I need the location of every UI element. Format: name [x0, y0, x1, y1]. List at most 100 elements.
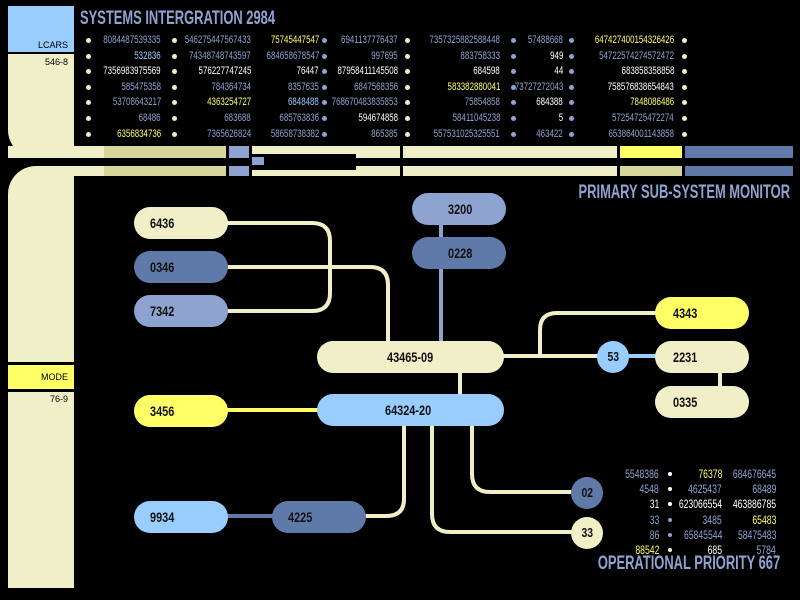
data-bullet-icon	[405, 131, 410, 137]
top-bar-cream-3	[403, 146, 617, 158]
data-value: 557531025325551	[433, 127, 500, 140]
mid-bar-slate	[229, 166, 249, 176]
data-bullet-icon	[405, 84, 410, 90]
operational-title: OPERATIONAL PRIORITY 667	[597, 553, 780, 574]
data-value: 546275447567433	[184, 34, 251, 46]
data-bullet-icon	[405, 69, 410, 75]
operational-value: 31	[649, 497, 659, 512]
data-value: 865385	[371, 127, 398, 140]
data-value: 594674858	[358, 112, 398, 124]
top-bar-slate	[229, 146, 249, 158]
data-value: 7365626824	[206, 127, 251, 140]
data-value: 653864001143858	[608, 127, 674, 140]
node-9934[interactable]: 9934	[134, 501, 228, 533]
node-3200[interactable]: 3200	[412, 193, 506, 225]
data-value: 57254725472274	[612, 112, 674, 124]
node-4343[interactable]: 4343	[655, 297, 749, 329]
data-value: 44	[554, 65, 563, 78]
data-bullet-icon	[172, 69, 177, 75]
mid-bar-cream-1	[104, 166, 226, 176]
data-bullet-icon	[682, 53, 687, 59]
data-value: 57488668	[527, 34, 563, 46]
mid-bar-cream-2b	[252, 170, 356, 176]
data-value: 585475358	[121, 80, 161, 93]
lower-sidebar-frame	[8, 392, 74, 588]
data-value: 883758333	[460, 49, 500, 62]
data-bullet-icon	[322, 69, 327, 75]
data-value: 647427400154326426	[594, 34, 674, 46]
data-value: 684388	[536, 96, 563, 109]
data-bullet-icon	[569, 84, 574, 90]
data-bullet-icon	[86, 84, 91, 90]
data-value: 68486	[138, 112, 161, 124]
data-value: 7357325882588448	[429, 34, 500, 46]
bottom-elbow-bar	[40, 166, 104, 176]
lcars-button[interactable]: LCARS	[8, 6, 74, 52]
operational-value: 58475483	[737, 527, 776, 542]
node-0228[interactable]: 0228	[412, 237, 506, 269]
data-value: 58658738382	[270, 127, 319, 140]
node-2231[interactable]: 2231	[655, 341, 749, 373]
page-title: SYSTEMS INTERGRATION 2984	[80, 8, 276, 29]
data-bullet-icon	[511, 116, 516, 121]
data-value: 73727272043	[514, 80, 563, 93]
data-bullet-icon	[322, 100, 327, 106]
data-bullet-icon	[172, 100, 177, 106]
operational-bullet-icon	[668, 532, 672, 537]
operational-value: 5548386	[625, 467, 659, 481]
data-value: 6848488	[288, 96, 319, 109]
data-bullet-icon	[172, 84, 177, 90]
node-53[interactable]: 53	[597, 341, 629, 373]
data-value: 576227747245	[198, 65, 251, 78]
node-33[interactable]: 33	[571, 517, 603, 549]
data-bullet-icon	[172, 38, 177, 43]
top-bar-cream-1	[104, 146, 226, 158]
data-value: 7356983975569	[103, 65, 161, 78]
node-7342[interactable]: 7342	[134, 295, 228, 327]
data-bullet-icon	[86, 116, 91, 121]
operational-value: 3485	[702, 512, 722, 527]
inset-indicator	[252, 154, 356, 170]
data-value: 684598	[473, 65, 500, 78]
operational-bullet-icon	[668, 548, 672, 552]
data-value: 75854858	[464, 96, 500, 109]
top-bar-yellow	[620, 146, 682, 158]
data-bullet-icon	[682, 69, 687, 75]
data-value: 5	[558, 112, 563, 124]
data-bullet-icon	[172, 131, 177, 137]
node-3456[interactable]: 3456	[134, 395, 228, 427]
operational-value: 65845544	[683, 527, 722, 542]
operational-bullet-icon	[668, 472, 672, 476]
data-value: 684658678547	[266, 49, 319, 62]
data-bullet-icon	[322, 53, 327, 59]
data-bullet-icon	[511, 84, 516, 90]
data-value: 685763836	[279, 112, 319, 124]
operational-value: 33	[649, 512, 659, 527]
data-value: 8357635	[288, 80, 319, 93]
mode-code: 76-9	[49, 394, 68, 404]
data-value: 58411045238	[452, 112, 500, 124]
data-value: 6847568356	[353, 80, 398, 93]
data-value: 758576838654843	[607, 80, 674, 93]
node-64324-20[interactable]: 64324-20	[317, 394, 504, 426]
top-elbow-inner-curve	[74, 54, 114, 146]
data-bullet-icon	[405, 38, 410, 43]
data-bullet-icon	[682, 38, 687, 43]
node-43465-09[interactable]: 43465-09	[317, 341, 504, 373]
bottom-elbow-frame	[8, 166, 74, 362]
node-6436[interactable]: 6436	[134, 207, 228, 239]
node-0346[interactable]: 0346	[134, 251, 228, 283]
data-value: 75745447547	[270, 34, 319, 46]
data-value: 6356834736	[116, 127, 161, 140]
data-bullet-icon	[322, 38, 327, 43]
data-bullet-icon	[569, 131, 574, 137]
top-bar-slate-right	[685, 146, 793, 158]
data-value: 532836	[134, 49, 161, 62]
data-bullet-icon	[682, 116, 687, 121]
data-value: 87958411145508	[337, 65, 398, 78]
data-value: 683858358858	[621, 65, 674, 78]
node-4225[interactable]: 4225	[272, 501, 366, 533]
node-0335[interactable]: 0335	[655, 386, 749, 418]
node-02[interactable]: 02	[571, 477, 603, 509]
operational-value: 685	[707, 543, 722, 557]
